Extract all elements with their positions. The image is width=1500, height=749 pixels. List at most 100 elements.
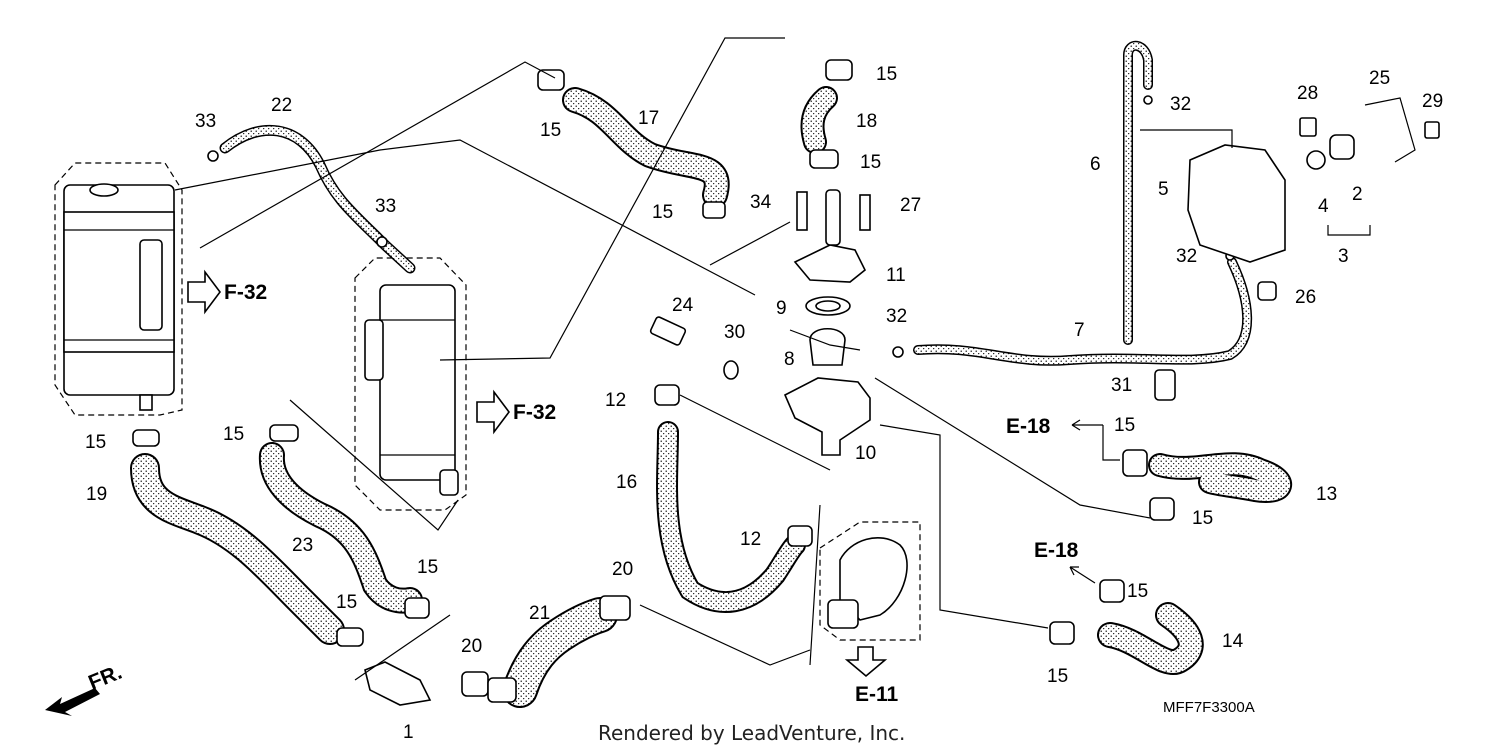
callout-15-g: 15 xyxy=(417,557,438,578)
callout-15-d: 15 xyxy=(652,202,673,223)
ref-f32-left[interactable]: F-32 xyxy=(224,281,267,304)
callout-26: 26 xyxy=(1295,287,1316,308)
callout-30: 30 xyxy=(724,322,745,343)
callout-20-a: 20 xyxy=(461,636,482,657)
hollow-arrow-icon xyxy=(187,269,221,315)
callout-24: 24 xyxy=(672,295,694,316)
front-arrow-icon xyxy=(45,688,100,716)
strap-25[interactable] xyxy=(1364,97,1416,163)
clip-32-c[interactable] xyxy=(892,346,904,358)
diagram-code: MFF7F3300A xyxy=(1163,699,1255,716)
thermostat-assembly xyxy=(649,189,871,456)
callout-5: 5 xyxy=(1158,179,1169,200)
hollow-arrow-icon xyxy=(844,646,888,678)
callout-15-a: 15 xyxy=(876,64,897,85)
callout-18: 18 xyxy=(856,111,877,132)
bolt-27[interactable] xyxy=(859,194,871,231)
callout-32-a: 32 xyxy=(1170,94,1191,115)
callout-15-i: 15 xyxy=(1114,415,1135,436)
callout-11: 11 xyxy=(886,265,906,286)
hollow-arrow-icon xyxy=(476,389,510,435)
callout-23: 23 xyxy=(292,535,313,556)
clip-33-b[interactable] xyxy=(376,236,388,248)
callout-25: 25 xyxy=(1369,68,1390,89)
clamp-15-l[interactable] xyxy=(1049,621,1075,645)
sensor-24[interactable] xyxy=(649,316,687,346)
callout-1: 1 xyxy=(403,722,414,743)
clamp-15-d[interactable] xyxy=(702,201,726,219)
callout-15-f: 15 xyxy=(223,424,244,445)
callout-4: 4 xyxy=(1318,196,1329,217)
arrow-upleft-icon xyxy=(1069,566,1096,584)
ref-f32-right[interactable]: F-32 xyxy=(513,401,556,424)
housing-10[interactable] xyxy=(783,377,871,456)
callout-33-b: 33 xyxy=(375,196,396,217)
clamp-15-b[interactable] xyxy=(825,59,853,81)
washer-30[interactable] xyxy=(723,360,739,380)
callout-15-l: 15 xyxy=(1047,666,1068,687)
callout-6: 6 xyxy=(1090,154,1101,175)
callout-15-k: 15 xyxy=(1127,581,1148,602)
callout-13: 13 xyxy=(1316,484,1337,505)
reserve-tank xyxy=(1154,97,1440,401)
arrow-left-icon xyxy=(1071,419,1103,431)
callout-17: 17 xyxy=(638,108,659,129)
clamp-15-i[interactable] xyxy=(1122,449,1148,477)
clamp-15-c[interactable] xyxy=(809,149,839,169)
callout-19: 19 xyxy=(86,484,107,505)
callout-15-c: 15 xyxy=(860,152,881,173)
right-radiator[interactable] xyxy=(354,257,467,511)
callout-15-h: 15 xyxy=(336,592,357,613)
clamp-15-h[interactable] xyxy=(336,627,364,647)
clamp-20-a[interactable] xyxy=(461,671,489,697)
callout-15-e: 15 xyxy=(85,432,106,453)
joint-1[interactable] xyxy=(364,661,517,706)
thermostat-8[interactable] xyxy=(809,328,846,366)
callout-9: 9 xyxy=(776,298,787,319)
callout-27: 27 xyxy=(900,195,921,216)
clamp-12-b[interactable] xyxy=(787,525,813,547)
callout-22: 22 xyxy=(271,95,292,116)
clip-33-a[interactable] xyxy=(207,150,219,162)
callout-32-b: 32 xyxy=(1176,246,1197,267)
clip-32-a[interactable] xyxy=(1143,95,1153,105)
callout-2: 2 xyxy=(1352,184,1363,205)
washer-4[interactable] xyxy=(1306,150,1326,170)
thermostat-cover-11[interactable] xyxy=(793,244,867,283)
grommet-26[interactable] xyxy=(1257,281,1277,301)
clamp-20-b[interactable] xyxy=(599,595,631,621)
callout-15-j: 15 xyxy=(1192,508,1213,529)
callout-33-a: 33 xyxy=(195,111,216,132)
callout-12-b: 12 xyxy=(740,529,761,550)
callout-8: 8 xyxy=(784,349,795,370)
bolt-34[interactable] xyxy=(796,191,808,231)
leader-lines xyxy=(174,37,1371,681)
clamp-15-j[interactable] xyxy=(1149,497,1175,521)
front-label: FR. xyxy=(85,661,125,695)
bolt-28[interactable] xyxy=(1299,117,1317,137)
callout-labels: 1 2 3 4 5 6 7 8 9 10 11 12 12 13 14 15 1… xyxy=(85,64,1443,743)
clamp-15-e[interactable] xyxy=(132,429,160,447)
cap-2[interactable] xyxy=(1329,134,1355,160)
left-radiator[interactable] xyxy=(54,162,183,416)
clamp-15-a[interactable] xyxy=(537,69,565,91)
callout-21: 21 xyxy=(529,603,550,624)
bolt-29[interactable] xyxy=(1424,121,1440,139)
clamp-15-g[interactable] xyxy=(404,597,430,619)
clamp-31[interactable] xyxy=(1154,369,1176,401)
ref-e18-lower[interactable]: E-18 xyxy=(1034,539,1079,562)
credit-text: Rendered by LeadVenture, Inc. xyxy=(598,721,905,745)
hose-7[interactable] xyxy=(913,257,1253,366)
callout-14: 14 xyxy=(1222,631,1244,652)
callout-15-b: 15 xyxy=(540,120,561,141)
reserve-tank-5[interactable] xyxy=(1187,144,1286,263)
callout-16: 16 xyxy=(616,472,637,493)
water-pump[interactable] xyxy=(819,521,921,641)
ref-e11[interactable]: E-11 xyxy=(855,683,899,706)
clamp-12-a[interactable] xyxy=(654,384,680,406)
clamp-15-k[interactable] xyxy=(1099,579,1125,603)
reference-arrows xyxy=(45,269,1103,716)
ref-e18-upper[interactable]: E-18 xyxy=(1006,415,1051,438)
clamp-15-f[interactable] xyxy=(269,424,299,442)
